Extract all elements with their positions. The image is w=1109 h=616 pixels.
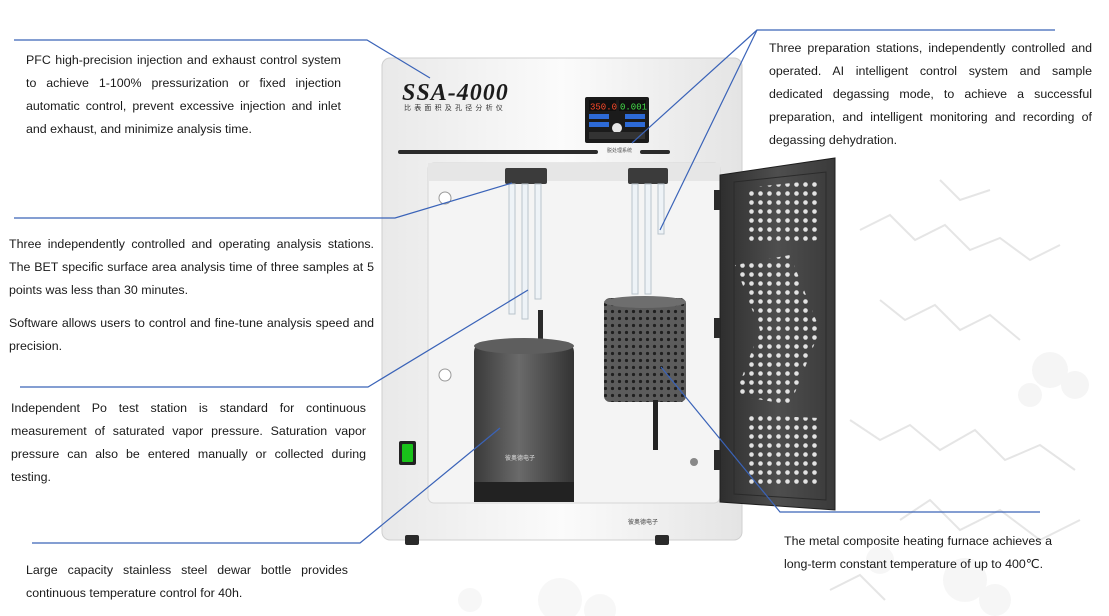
heating-furnace [604,296,686,450]
display-left-value: 350.0 [590,103,617,113]
annotation-furnace: The metal composite heating furnace achi… [784,534,1052,571]
leader-software [20,289,529,388]
annotation-preparation-stations: Three preparation stations, independentl… [769,41,1092,147]
leader-dewar [32,427,501,544]
dewar-brand: 彼奥德电子 [505,454,535,462]
display-right-value: 0.001 [620,103,647,113]
annotation-software: Software allows users to control and fin… [9,316,374,353]
analysis-stations [505,168,547,365]
leader-furnace [660,366,1040,513]
leader-lines [14,29,1055,544]
leader-pfc [14,39,431,79]
cabinet-brand: 彼奥德电子 [628,518,658,526]
leader-stations [14,182,513,219]
power-indicator [402,444,413,462]
dewar-bottle: 彼奥德电子 [474,338,574,502]
model-subtitle: 比表面积及孔径分析仪 [404,103,506,112]
annotation-dewar: Large capacity stainless steel dewar bot… [26,563,348,600]
annotation-analysis-stations: Three independently controlled and opera… [9,237,374,297]
annotation-po-station: Independent Po test station is standard … [11,401,366,484]
model-logo: SSA-4000 [402,80,509,106]
preparation-stations [628,168,668,295]
annotation-pfc: PFC high-precision injection and exhaust… [26,53,341,136]
molecule-background [458,179,1089,616]
panel-label: 脱处理系统 [607,147,632,154]
control-display: 350.0 0.001 脱处理系统 [585,97,649,154]
cabinet-door [714,157,836,511]
leader-prep-tube [659,29,758,231]
